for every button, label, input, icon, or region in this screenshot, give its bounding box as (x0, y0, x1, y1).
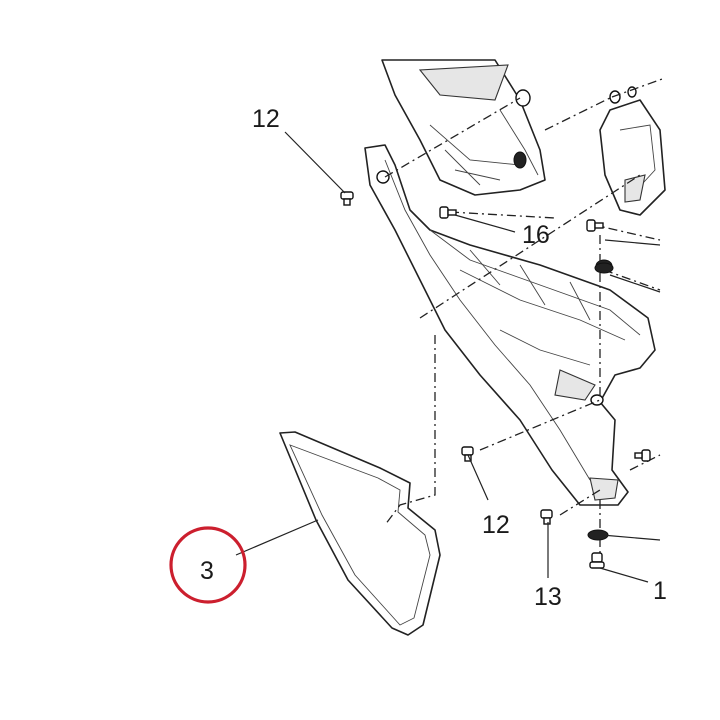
screw-right-lower-icon (634, 449, 651, 462)
screw-12-bottom-icon (461, 446, 474, 462)
assembly-lines (384, 77, 666, 555)
callout-leaders (235, 131, 661, 583)
main-fairing-panel (364, 144, 656, 506)
screw-12-top-icon (340, 191, 354, 206)
callout-3: 3 (200, 557, 214, 585)
upper-headlight-assembly (381, 59, 546, 196)
right-bracket (599, 86, 666, 216)
callout-12-bottom: 12 (482, 511, 510, 539)
callout-cut-right: 1 (653, 577, 667, 605)
callout-12-top: 12 (252, 105, 280, 133)
highlighted-callout-3[interactable]: 3 (169, 526, 247, 604)
screw-13-icon (540, 509, 553, 525)
grommet-right-icon (594, 262, 614, 274)
highlight-ring (169, 526, 247, 604)
callout-13: 13 (534, 583, 562, 611)
callout-16: 16 (522, 221, 550, 249)
nut-icon (589, 552, 605, 569)
screw-right-upper-icon (586, 219, 604, 232)
fasteners (340, 191, 651, 569)
screw-16-icon (439, 206, 457, 219)
part-3-lower-panel[interactable] (279, 431, 441, 636)
